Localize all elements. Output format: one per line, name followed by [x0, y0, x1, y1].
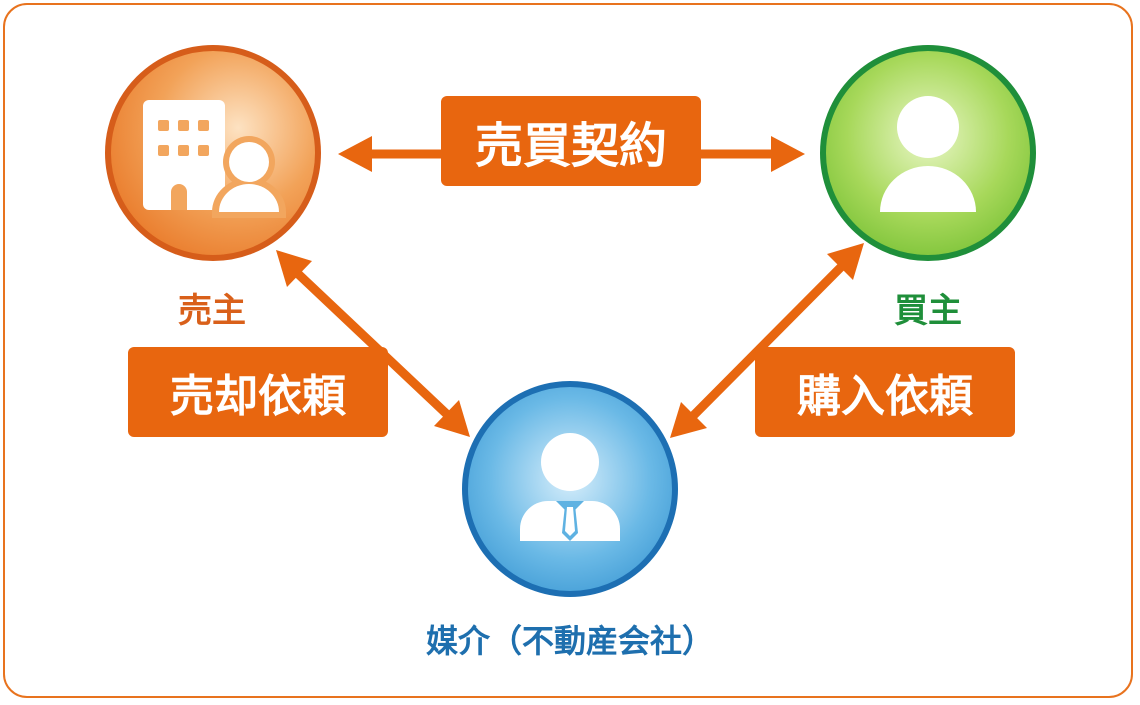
buyer-label: 買主: [894, 291, 962, 331]
buy-request-arrow: [670, 243, 864, 438]
agent-label: 媒介（不動産会社）: [425, 622, 715, 660]
agent-node: [462, 381, 678, 597]
businessperson-icon: [520, 433, 620, 541]
building-person-icon: [143, 100, 286, 218]
seller-label: 売主: [178, 291, 246, 331]
buy-request-label-box: 購入依頼: [755, 347, 1015, 437]
seller-node: [105, 45, 321, 261]
person-icon: [880, 96, 976, 212]
sell-request-label-box: 売却依頼: [128, 347, 388, 437]
contract-label-box: 売買契約: [441, 96, 701, 186]
sell-request-arrow: [276, 250, 470, 437]
buyer-node: [820, 45, 1036, 261]
